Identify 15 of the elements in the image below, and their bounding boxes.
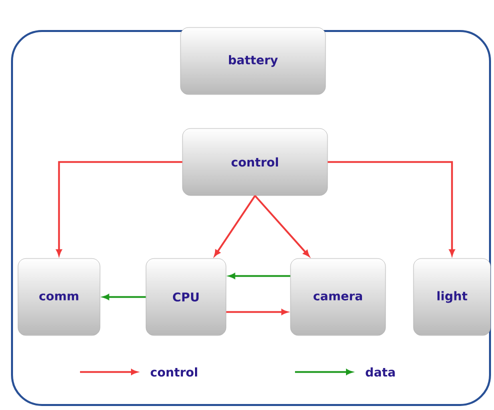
arrow: [328, 161, 455, 256]
process-box: light: [413, 258, 491, 336]
process-box: control: [182, 128, 328, 196]
arrow: [102, 294, 146, 300]
process-box: comm: [18, 258, 100, 336]
process-box: CPU: [146, 258, 226, 336]
arrow: [56, 161, 182, 256]
legend-label: control: [150, 367, 198, 377]
arrow: [226, 309, 288, 315]
legend-label: data: [366, 367, 395, 377]
arrow: [228, 273, 290, 279]
process-box: battery: [180, 27, 326, 95]
arrow: [254, 195, 310, 257]
arrow: [214, 195, 256, 256]
process-box: camera: [290, 258, 386, 336]
